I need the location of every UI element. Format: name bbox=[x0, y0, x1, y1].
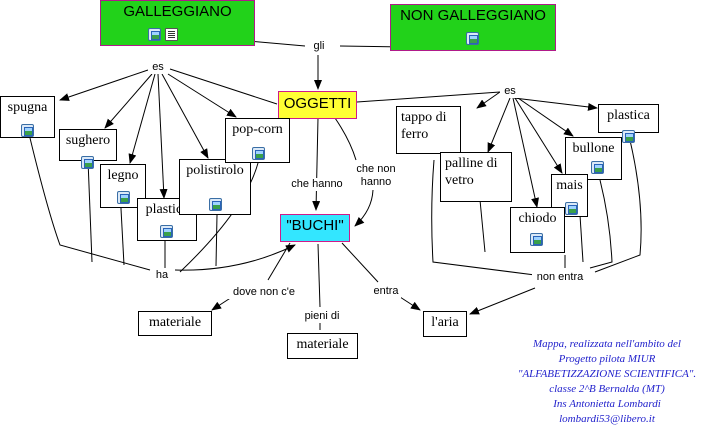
image-icon[interactable] bbox=[117, 191, 130, 204]
palline-di-vetro-label: palline di vetro bbox=[445, 156, 498, 188]
l-aria-label: l'aria bbox=[431, 315, 459, 330]
link-label-che-non-hanno: che non hanno bbox=[354, 163, 398, 189]
spugna-label: spugna bbox=[7, 100, 48, 115]
palline-di-vetro-node[interactable]: palline di vetro bbox=[440, 152, 512, 202]
plastica-left-label: plastica bbox=[145, 202, 189, 217]
buchi-label: "BUCHI" bbox=[286, 217, 344, 234]
materiale-bottom-node[interactable]: materiale bbox=[287, 333, 358, 359]
image-icon[interactable] bbox=[591, 161, 604, 174]
chiodo-node[interactable]: chiodo bbox=[510, 207, 565, 253]
legno-label: legno bbox=[107, 168, 139, 183]
tappo-di-ferro-node[interactable]: tappo di ferro bbox=[396, 106, 461, 154]
plastica-right-node[interactable]: plastica bbox=[598, 104, 659, 133]
image-icon[interactable] bbox=[252, 147, 265, 160]
credits-line: lombardi53@libero.it bbox=[559, 413, 655, 425]
chiodo-label: chiodo bbox=[518, 211, 557, 226]
non-galleggiano-label: NON GALLEGGIANO bbox=[400, 7, 546, 24]
link-label-ha: ha bbox=[153, 269, 171, 282]
link-label-es-left: es bbox=[148, 61, 168, 74]
image-icon[interactable] bbox=[466, 32, 479, 45]
materiale-left-node[interactable]: materiale bbox=[138, 311, 212, 336]
image-icon[interactable] bbox=[148, 28, 161, 41]
image-icon[interactable] bbox=[209, 198, 222, 211]
link-label-entra: entra bbox=[371, 285, 401, 298]
galleggiano-node[interactable]: GALLEGGIANO bbox=[100, 0, 255, 46]
image-icon[interactable] bbox=[530, 233, 543, 246]
link-label-non-entra: non entra bbox=[532, 271, 588, 284]
link-label-che-hanno: che hanno bbox=[287, 178, 347, 191]
image-icon[interactable] bbox=[565, 202, 578, 215]
materiale-left-label: materiale bbox=[148, 315, 202, 330]
oggetti-label: OGGETTI bbox=[283, 95, 352, 112]
credits-text: Mappa, realizzata nell'ambito del Proget… bbox=[503, 337, 711, 427]
l-aria-node[interactable]: l'aria bbox=[423, 311, 467, 337]
link-label-pieni-di: pieni di bbox=[300, 310, 344, 323]
image-icon[interactable] bbox=[81, 156, 94, 169]
link-label-es-right: es bbox=[500, 85, 520, 98]
document-icon[interactable] bbox=[165, 28, 178, 41]
credits-line: classe 2^B Bernalda (MT) bbox=[549, 383, 665, 395]
sughero-label: sughero bbox=[65, 133, 111, 148]
credits-line: Mappa, realizzata nell'ambito del bbox=[533, 338, 681, 350]
link-label-dove-non-c-e: dove non c'e bbox=[228, 286, 300, 299]
image-icon[interactable] bbox=[160, 225, 173, 238]
link-label-gli: gli bbox=[306, 40, 332, 53]
sughero-node[interactable]: sughero bbox=[59, 129, 117, 161]
tappo-di-ferro-label: tappo di ferro bbox=[401, 110, 447, 142]
mais-label: mais bbox=[556, 178, 583, 193]
image-icon[interactable] bbox=[622, 130, 635, 143]
credits-line: Ins Antonietta Lombardi bbox=[553, 398, 661, 410]
pop-corn-label: pop-corn bbox=[232, 122, 283, 137]
polistirolo-label: polistirolo bbox=[186, 163, 244, 178]
credits-line: "ALFABETIZZAZIONE SCIENTIFICA". bbox=[517, 368, 697, 380]
materiale-bottom-label: materiale bbox=[296, 337, 349, 352]
image-icon[interactable] bbox=[21, 124, 34, 137]
oggetti-node[interactable]: OGGETTI bbox=[278, 91, 357, 119]
galleggiano-label: GALLEGGIANO bbox=[123, 3, 232, 20]
buchi-node[interactable]: "BUCHI" bbox=[280, 214, 350, 242]
credits-line: Progetto pilota MIUR bbox=[558, 353, 656, 365]
bullone-label: bullone bbox=[572, 141, 615, 156]
plastica-right-label: plastica bbox=[607, 108, 650, 123]
